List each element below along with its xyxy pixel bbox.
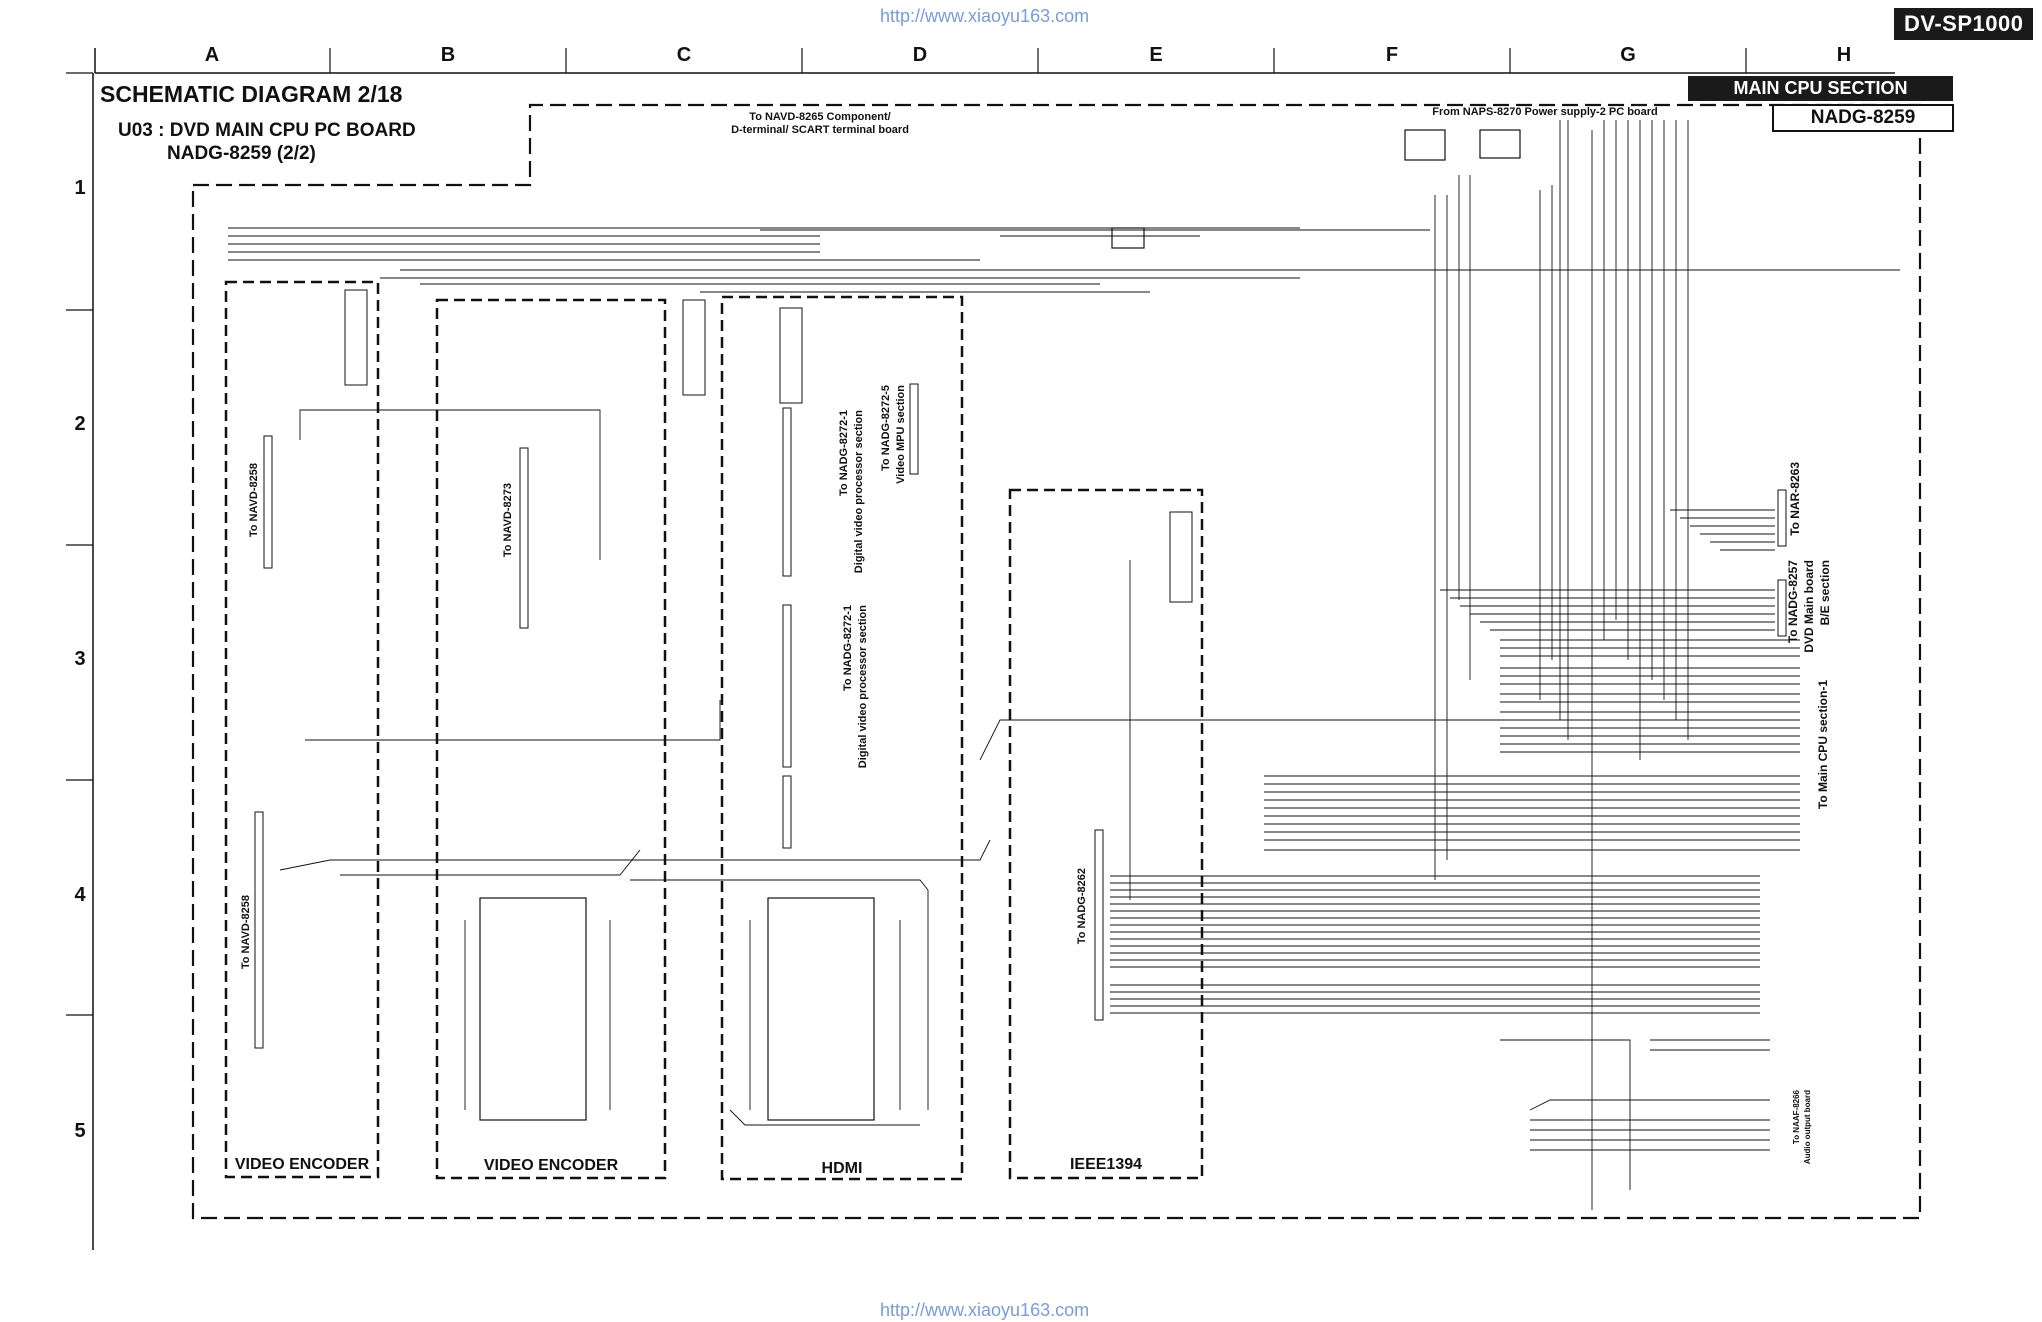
label-to-naaf8266: To NAAF-8266 [1792,1090,1801,1145]
grid-column-c: C [676,44,692,66]
label-to-nadg8262: To NADG-8262 [1076,868,1088,945]
label-to-navd8258-bottom: To NAVD-8258 [240,895,252,970]
label-digital-video-top: Digital video processor section [853,410,865,574]
label-digital-video-mid: Digital video processor section [857,605,869,769]
grid-row-3: 3 [74,648,86,670]
note-navd8265-line2: D-terminal/ SCART terminal board [731,124,909,136]
label-audio-output-board: Audio output board [1803,1090,1812,1165]
label-be-section: B/E section [1818,560,1832,626]
model-badge: DV-SP1000 [1894,8,2034,40]
block-label-hdmi: HDMI [821,1160,863,1177]
label-dvd-main-board: DVD Main board [1802,560,1816,653]
source-url-bottom[interactable]: http://www.xiaoyu163.com [880,1300,1090,1320]
grid-column-h: H [1836,44,1852,66]
section-title-bar: MAIN CPU SECTION [1688,76,1953,101]
grid-row-2: 2 [74,413,86,435]
board-code: NADG-8259 (2/2) [167,143,316,164]
label-to-nadg8272-1-top: To NADG-8272-1 [838,410,850,496]
board-title: U03 : DVD MAIN CPU PC BOARD [118,120,416,141]
label-to-nadg8272-5: To NADG-8272-5 [880,385,892,471]
diagram-title: SCHEMATIC DIAGRAM 2/18 [100,81,403,107]
block-label-ieee1394: IEEE1394 [1069,1156,1143,1173]
source-url-top[interactable]: http://www.xiaoyu163.com [880,6,1090,26]
grid-column-b: B [440,44,456,66]
label-to-nar8263: To NAR-8263 [1788,462,1802,536]
grid-row-5: 5 [74,1120,86,1142]
grid-row-1: 1 [74,177,86,199]
grid-column-d: D [912,44,928,66]
label-to-main-cpu-section-1: To Main CPU section-1 [1816,680,1830,810]
grid-column-f: F [1385,44,1399,66]
label-to-nadg8272-1-mid: To NADG-8272-1 [842,605,854,691]
grid-column-e: E [1149,44,1163,66]
board-number-box: NADG-8259 [1772,104,1954,132]
note-navd8265-line1: To NAVD-8265 Component/ [749,111,891,123]
label-to-navd8258-top: To NAVD-8258 [248,463,260,538]
label-to-nadg8257: To NADG-8257 [1786,560,1800,644]
block-label-video-encoder-2: VIDEO ENCODER [483,1157,619,1174]
label-video-mpu-section: Video MPU section [895,385,907,484]
grid-row-4: 4 [74,884,86,906]
block-label-video-encoder-1: VIDEO ENCODER [234,1156,370,1173]
label-to-navd8273: To NAVD-8273 [502,483,514,558]
grid-column-g: G [1620,44,1636,66]
note-naps8270: From NAPS-8270 Power supply-2 PC board [1432,106,1658,118]
grid-column-a: A [204,44,220,66]
